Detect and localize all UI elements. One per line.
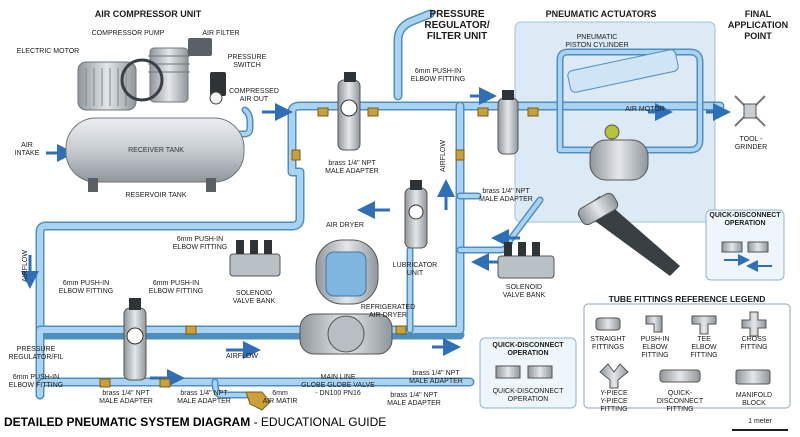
label-air-intake: AIR INTAKE (14, 142, 40, 157)
label-compressor-pump: COMPRESSOR PUMP (91, 30, 165, 37)
final-application-point-title: FINAL APPLICATION POINT (727, 9, 789, 41)
label-pressure-regulator-fil: PRESSURE REGULATOR/FIL (8, 346, 64, 361)
label-qd-box-top: QUICK-DISCONNECT OPERATION (492, 342, 564, 357)
tube-network (35, 9, 725, 400)
label-elbow-bottom: 6mm PUSH-IN ELBOW FITTING (8, 374, 64, 389)
legend-tee-elbow: TEE ELBOW FITTING (690, 336, 718, 359)
label-qd-box-bottom: QUICK-DISCONNECT OPERATION (492, 388, 564, 403)
legend-y-piece: Y-PIECE Y-PIECE FITTING (600, 390, 628, 413)
flow-arrows (21, 87, 731, 387)
legend-title: TUBE FITTINGS REFERENCE LEGEND (608, 294, 766, 304)
scale-label: 1 meter (748, 418, 772, 425)
footer-title-rest: - EDUCATIONAL GUIDE (250, 415, 387, 429)
label-adapter-b1: brass 1/4" NPT MALE ADAPTER (99, 390, 153, 405)
label-refrigerated-air-dryer: REFRIGERATED AIR DRYER (360, 304, 416, 319)
label-elbow-left1: 6mm PUSH-IN ELBOW FITTING (58, 280, 114, 295)
pneumatic-actuators-title: PNEUMATIC ACTUATORS (545, 9, 657, 19)
air-compressor-unit-title: AIR COMPRESSOR UNIT (94, 9, 202, 19)
label-reservoir-tank: RESERVOIR TANK (125, 192, 187, 199)
label-solenoid-right: SOLENOID VALVE BANK (502, 284, 546, 299)
label-airflow-left: AIRFLOW (22, 250, 29, 282)
brass-fittings (99, 107, 539, 411)
filter-regulators (123, 72, 519, 381)
label-adapter-reg1: brass 1/4" NPT MALE ADAPTER (325, 160, 379, 175)
label-air-motor: AIR MOTOR (625, 106, 665, 113)
legend-icons (595, 311, 771, 389)
label-main-line-valve: MAIN LINE GLOBE GLOBE VALVE - DN100 PN16 (301, 374, 375, 397)
air-compressor (65, 38, 245, 192)
legend-manifold-block: MANIFOLD BLOCK (735, 392, 773, 407)
label-adapter-b2: brass 1/4" NPT MALE ADAPTER (177, 390, 231, 405)
label-air-dryer: AIR DRYER (326, 222, 364, 229)
label-pressure-switch: PRESSURE SWITCH (227, 54, 267, 69)
label-receiver-tank: RECEIVER TANK (128, 147, 184, 154)
label-compressed-air-out: COMPRESSED AIR OUT (229, 88, 279, 103)
label-elbow-top: 6mm PUSH-IN ELBOW FITTING (410, 68, 466, 83)
air-dryer-and-valve (299, 239, 393, 355)
label-airflow-vertical: AIRFLOW (440, 140, 447, 172)
footer-title: DETAILED PNEUMATIC SYSTEM DIAGRAM - EDUC… (4, 414, 524, 430)
solenoid-banks (229, 240, 555, 279)
legend-push-in-elbow: PUSH-IN ELBOW FITTING (640, 336, 670, 359)
label-electric-motor: ELECTRIC MOTOR (16, 48, 80, 55)
label-lubricator-unit: LUBRICATOR UNIT (392, 262, 438, 277)
pressure-regulator-filter-title: PRESSURE REGULATOR/ FILTER UNIT (424, 9, 490, 42)
label-solenoid-left: SOLENOID VALVE BANK (232, 290, 276, 305)
actuators (567, 49, 766, 276)
qd-couplers (495, 241, 769, 379)
label-elbow-mid: 6mm PUSH-IN ELBOW FITTING (172, 236, 228, 251)
label-air-filter: AIR FILTER (202, 30, 240, 37)
footer-title-bold: DETAILED PNEUMATIC SYSTEM DIAGRAM (4, 415, 251, 429)
label-elbow-left2: 6mm PUSH-IN ELBOW FITTING (148, 280, 204, 295)
label-tool-grinder: TOOL - GRINDER (734, 136, 768, 151)
label-airflow-bottom: AIRFLOW (226, 353, 258, 360)
qd-box-right (705, 209, 785, 281)
label-air-matir: 6mm AIR MATIR (262, 390, 298, 405)
label-qd-operation-right: QUICK-DISCONNECT OPERATION (709, 212, 781, 227)
legend-cross-fitting: CROSS FITTING (740, 336, 768, 351)
label-adapter-reg2: brass 1/4" NPT MALE ADAPTER (479, 188, 533, 203)
label-pneumatic-piston-cylinder: PNEUMATIC PISTON CYLINDER (565, 34, 629, 49)
label-adapter-b3: brass 1/4" NPT MALE ADAPTER (409, 370, 463, 385)
label-adapter-b4: brass 1/4" NPT MALE ADAPTER (387, 392, 441, 407)
legend-quick-disconnect: QUICK-DISCONNECT FITTING (656, 390, 704, 413)
legend-straight-fittings: STRAIGHT FITTINGS (590, 336, 626, 351)
